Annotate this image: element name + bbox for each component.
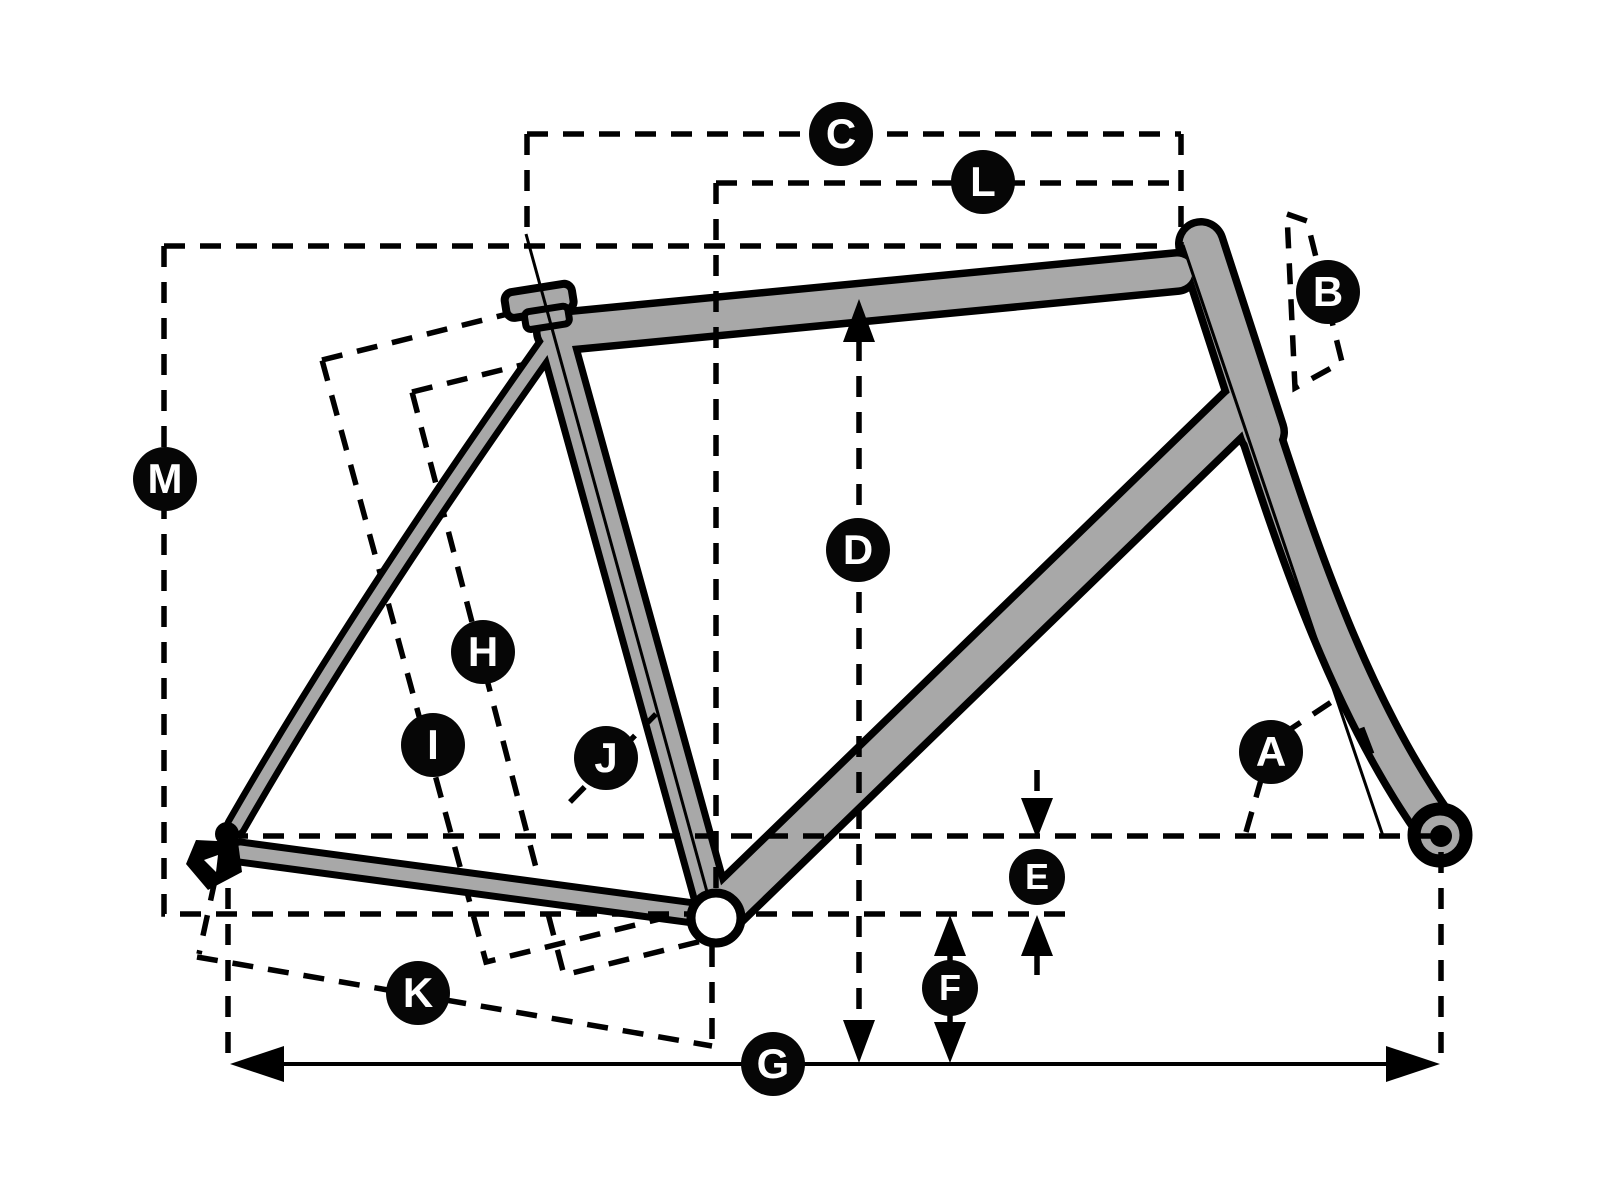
head-tube-length-box [1284, 210, 1346, 393]
line-j-leader [568, 712, 658, 804]
steering-axis [1181, 244, 1385, 837]
line-a-leader-lower [1243, 779, 1264, 833]
label-j: J [574, 726, 638, 790]
arrowheads [230, 299, 1440, 1082]
bottom-bracket [686, 888, 746, 948]
bike-frame-fill [230, 225, 1450, 935]
seatpost-cap [500, 279, 578, 333]
e-arrow-down [1021, 798, 1053, 839]
label-e: E [1009, 849, 1065, 905]
seat-tube-axis [524, 233, 714, 911]
f-arrow-down [934, 1022, 966, 1063]
label-a: A [1239, 720, 1303, 784]
label-d: D [826, 518, 890, 582]
f-arrow-up [934, 915, 966, 956]
label-l: L [951, 150, 1015, 214]
inner-tilted-box [408, 353, 710, 979]
label-f: F [922, 960, 978, 1016]
d-arrow-up [843, 299, 875, 342]
label-h: H [451, 620, 515, 684]
d-arrow-down [843, 1020, 875, 1063]
label-m: M [133, 447, 197, 511]
front-axle-dot [1430, 825, 1452, 847]
line-k-connector [196, 879, 218, 955]
label-i: I [401, 713, 465, 777]
measurement-lines [161, 131, 1444, 1058]
label-c: C [809, 102, 873, 166]
label-k: K [386, 961, 450, 1025]
label-g: G [741, 1032, 805, 1096]
axis-lines [524, 233, 1385, 911]
e-arrow-up [1021, 915, 1053, 956]
label-b: B [1296, 260, 1360, 324]
line-k [196, 954, 713, 1049]
